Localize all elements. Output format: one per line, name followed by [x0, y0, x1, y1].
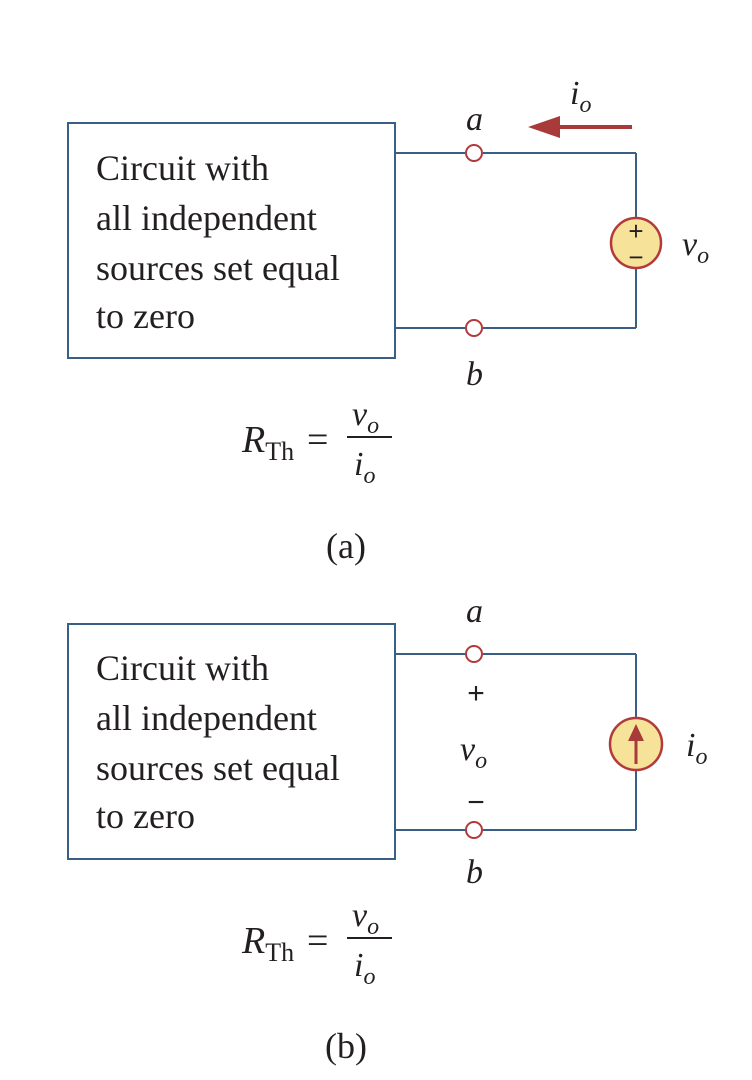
current-label-a: io [570, 75, 591, 118]
box-text-a-line-4: to zero [96, 296, 195, 336]
box-text-b-line-1: Circuit with [96, 648, 269, 688]
box-text-a-line-1: Circuit with [96, 148, 269, 188]
panel-b: Circuit with all independent sources set… [67, 593, 707, 1066]
terminal-a-label: a [466, 101, 483, 138]
svg-text:=: = [307, 419, 328, 461]
terminal-a-node [465, 144, 483, 162]
circuit-box-a [67, 122, 396, 359]
svg-text:io: io [354, 446, 375, 489]
rth-equation-a: RTh = vo io [241, 396, 392, 489]
wires-a [395, 152, 637, 329]
arrow-up-icon [628, 724, 644, 764]
voltage-minus-b: − [467, 786, 485, 819]
terminal-b-label: b [466, 356, 483, 393]
svg-text:RTh: RTh [241, 419, 294, 466]
voltage-source-a [609, 216, 663, 270]
svg-text:RTh: RTh [241, 920, 294, 967]
box-text-b-line-2: all independent [96, 698, 317, 738]
box-text-a-line-3: sources set equal [96, 248, 340, 288]
terminal-b-node-b [465, 821, 483, 839]
voltage-plus-b: + [467, 677, 485, 710]
source-label-a: vo [682, 226, 709, 269]
caption-a: (a) [326, 526, 366, 566]
source-label-b: io [686, 727, 707, 770]
source-plus-sign: + [628, 216, 643, 246]
caption-b: (b) [325, 1026, 367, 1066]
svg-text:vo: vo [352, 897, 379, 940]
panel-a: Circuit with all independent sources set… [67, 75, 709, 566]
rth-equation-b: RTh = vo io [241, 897, 392, 990]
box-text-b-line-3: sources set equal [96, 748, 340, 788]
svg-text:io: io [354, 947, 375, 990]
svg-text:vo: vo [352, 396, 379, 439]
wires-b [395, 653, 637, 831]
current-arrow-a [528, 116, 632, 138]
circuit-box-b [67, 623, 396, 860]
terminal-a-label-b: a [466, 593, 483, 630]
terminal-a-node-b [465, 645, 483, 663]
terminal-b-node [465, 319, 483, 337]
terminal-b-label-b: b [466, 854, 483, 891]
svg-text:=: = [307, 920, 328, 962]
box-text-a-line-2: all independent [96, 198, 317, 238]
source-minus-sign: − [628, 242, 643, 272]
voltage-label-b: vo [460, 731, 487, 774]
box-text-b-line-4: to zero [96, 796, 195, 836]
